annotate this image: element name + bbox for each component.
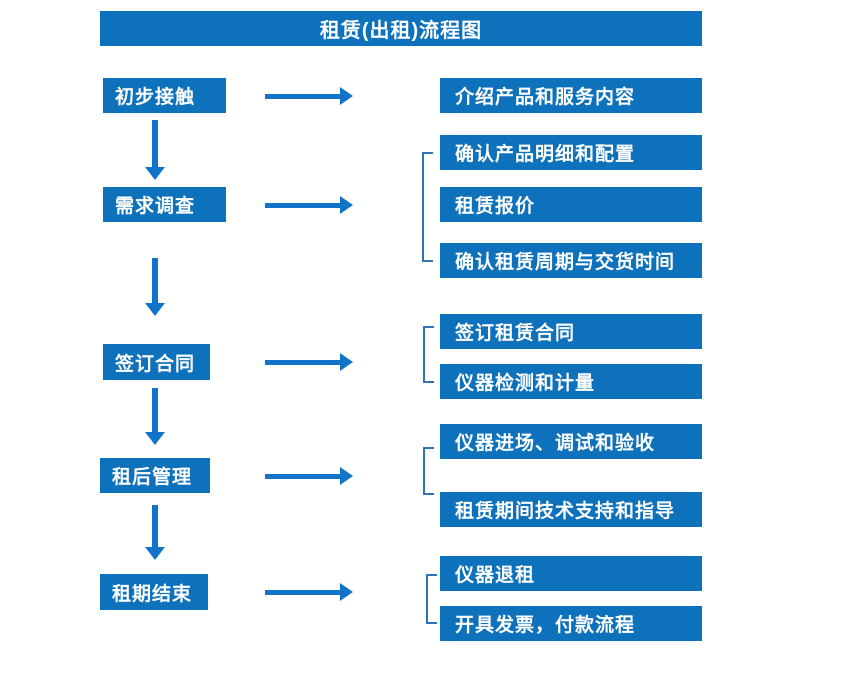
step-box-rental-end: 租期结束 <box>100 574 208 610</box>
detail-box-sign-rental-contract: 签订租赁合同 <box>440 314 702 349</box>
down-arrow-icon-3 <box>145 388 165 445</box>
right-arrow-head <box>340 467 353 485</box>
right-arrow-icon-4 <box>265 467 353 485</box>
right-arrow-shaft <box>265 360 342 365</box>
right-arrow-shaft <box>265 203 342 208</box>
detail-box-rental-quotation: 租赁报价 <box>440 187 702 222</box>
right-arrow-shaft <box>265 590 342 595</box>
down-arrow-head <box>145 547 165 560</box>
detail-box-instrument-setup-acceptance: 仪器进场、调试和验收 <box>440 424 702 459</box>
detail-box-introduce-products: 介绍产品和服务内容 <box>440 78 702 113</box>
down-arrow-shaft <box>152 120 158 169</box>
group-bracket-demand-survey <box>422 152 433 262</box>
right-arrow-head <box>340 353 353 371</box>
detail-box-confirm-product-config: 确认产品明细和配置 <box>440 135 702 170</box>
step-box-post-rental-management: 租后管理 <box>100 458 210 493</box>
right-arrow-head <box>340 196 353 214</box>
down-arrow-shaft <box>152 258 158 305</box>
down-arrow-shaft <box>152 505 158 549</box>
right-arrow-icon-1 <box>265 87 353 105</box>
down-arrow-shaft <box>152 388 158 434</box>
right-arrow-icon-5 <box>265 583 353 601</box>
right-arrow-head <box>340 583 353 601</box>
right-arrow-head <box>340 87 353 105</box>
right-arrow-shaft <box>265 474 342 479</box>
down-arrow-head <box>145 432 165 445</box>
down-arrow-icon-1 <box>145 120 165 180</box>
flowchart-title: 租赁(出租)流程图 <box>100 11 702 46</box>
group-bracket-rental-end <box>426 574 437 624</box>
detail-box-instrument-return: 仪器退租 <box>440 556 702 591</box>
step-box-sign-contract: 签订合同 <box>103 344 210 380</box>
group-bracket-sign-contract <box>423 326 434 383</box>
group-bracket-post-rental <box>423 447 434 495</box>
right-arrow-icon-3 <box>265 353 353 371</box>
detail-box-confirm-period-delivery: 确认租赁周期与交货时间 <box>440 243 702 278</box>
right-arrow-shaft <box>265 94 342 99</box>
down-arrow-icon-2 <box>145 258 165 316</box>
down-arrow-head <box>145 303 165 316</box>
down-arrow-head <box>145 167 165 180</box>
detail-box-instrument-inspection: 仪器检测和计量 <box>440 364 702 399</box>
step-box-demand-survey: 需求调查 <box>103 187 226 222</box>
down-arrow-icon-4 <box>145 505 165 560</box>
detail-box-technical-support: 租赁期间技术支持和指导 <box>440 492 702 527</box>
right-arrow-icon-2 <box>265 196 353 214</box>
step-box-initial-contact: 初步接触 <box>103 78 226 113</box>
detail-box-invoice-payment: 开具发票，付款流程 <box>440 606 702 641</box>
